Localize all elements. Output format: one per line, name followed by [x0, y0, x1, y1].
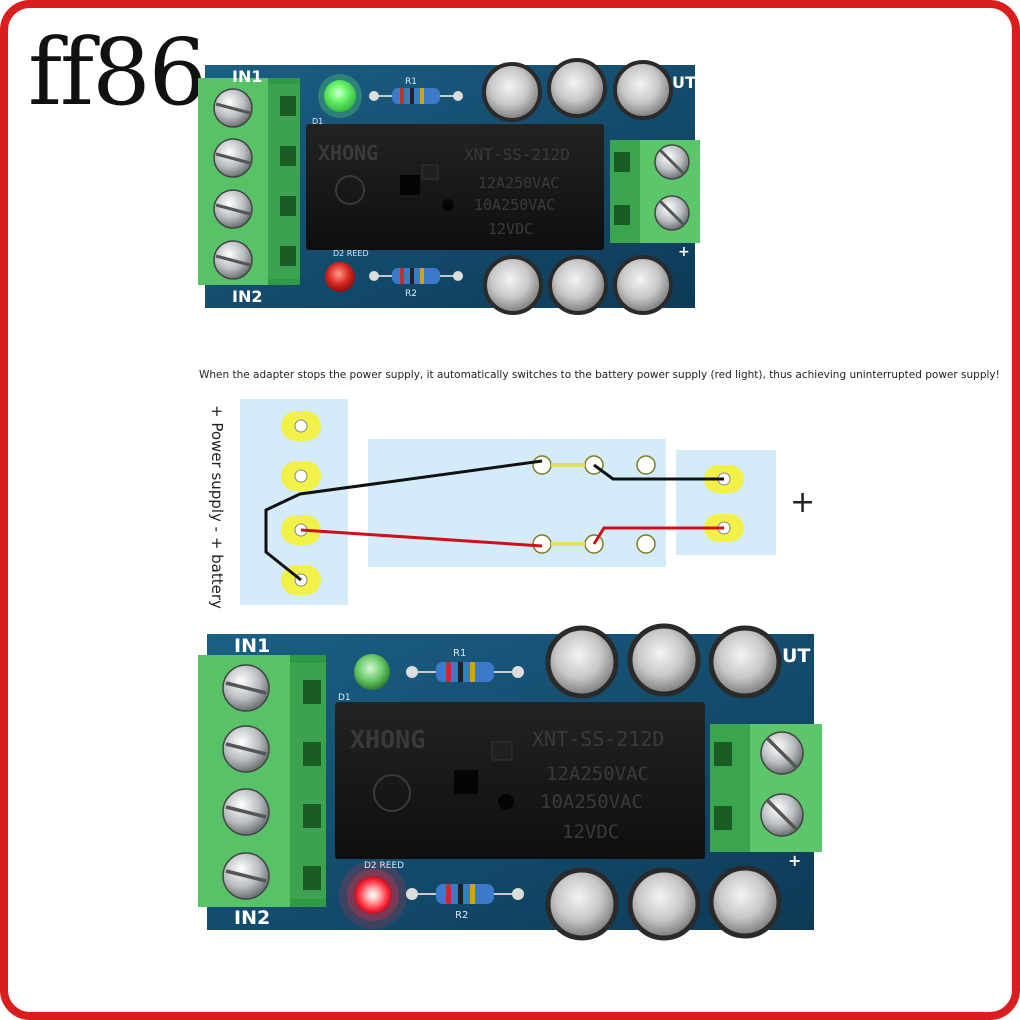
bottom-led-label-1: D1 [338, 693, 351, 703]
top-led-label-1: D1 [312, 117, 323, 126]
bottom-led-label-2: D2 REED [364, 861, 404, 871]
capacitor-icon [545, 625, 619, 699]
capacitor-icon [613, 255, 673, 315]
svg-text:12A250VAC: 12A250VAC [478, 174, 559, 192]
top-terminal-block-left [198, 78, 300, 285]
terminal-pad-icon [281, 461, 321, 491]
top-label-in2: IN2 [232, 287, 262, 306]
top-label-in1: IN1 [232, 67, 262, 86]
capacitor-icon [613, 60, 673, 120]
svg-text:12VDC: 12VDC [562, 821, 619, 843]
bottom-board: IN1 IN2 D1 R1 UT XHONG XNT-SS-212D 12A25… [198, 623, 822, 941]
resistor-icon [369, 88, 463, 104]
capacitor-icon [547, 58, 607, 118]
top-label-out: UT [672, 73, 696, 92]
side-label: + Power supply - + battery [208, 405, 226, 609]
brand-logo: ff86 [28, 19, 205, 126]
top-label-plus: + [678, 244, 690, 260]
svg-text:XNT-SS-212D: XNT-SS-212D [464, 145, 570, 164]
black-wire [593, 463, 724, 481]
resistor-icon [406, 662, 524, 682]
capacitor-icon [482, 62, 542, 122]
black-wire [264, 459, 543, 582]
green-led-icon [324, 80, 356, 112]
relay-contact-icon [636, 455, 656, 475]
relay-icon: XHONG XNT-SS-212D 12A250VAC 10A250VAC 12… [335, 702, 705, 859]
terminal-pad-icon [281, 411, 321, 441]
svg-text:XHONG: XHONG [350, 725, 425, 754]
capacitor-icon [545, 867, 619, 941]
caption-text: When the adapter stops the power supply,… [199, 369, 1000, 381]
svg-text:12VDC: 12VDC [488, 220, 533, 238]
wiring-diagram: + + Power supply - + battery [208, 399, 815, 609]
capacitor-icon [548, 255, 608, 315]
relay-contact-icon [532, 534, 552, 554]
bottom-label-in2: IN2 [234, 907, 270, 929]
resistor-icon [406, 884, 524, 904]
relay-contact-icon [636, 534, 656, 554]
bottom-label-in1: IN1 [234, 635, 270, 657]
bottom-terminal-block-right [710, 724, 822, 852]
svg-text:10A250VAC: 10A250VAC [540, 791, 643, 813]
bottom-terminal-block-left [198, 655, 326, 907]
top-led-label-2: D2 REED [333, 249, 369, 258]
relay-icon: XHONG XNT-SS-212D 12A250VAC 10A250VAC 12… [306, 124, 604, 250]
top-r2-label: R2 [405, 289, 417, 299]
capacitor-icon [708, 865, 782, 939]
red-wire [300, 528, 543, 548]
capacitor-icon [627, 623, 701, 697]
resistor-icon [369, 268, 463, 284]
relay-contact-icon [532, 455, 552, 475]
top-r1-label: R1 [405, 77, 417, 87]
plus-symbol: + [790, 485, 815, 520]
svg-text:XNT-SS-212D: XNT-SS-212D [532, 727, 664, 751]
bottom-label-out: UT [782, 645, 810, 667]
red-led-icon [354, 876, 392, 914]
bottom-r2-label: R2 [455, 910, 468, 921]
capacitor-icon [708, 625, 782, 699]
bottom-r1-label: R1 [453, 648, 466, 659]
svg-text:XHONG: XHONG [318, 141, 378, 165]
top-terminal-block-right [610, 140, 700, 243]
red-wire [592, 526, 724, 545]
green-led-icon [354, 654, 390, 690]
capacitor-icon [627, 867, 701, 941]
capacitor-icon [483, 255, 543, 315]
diagram-panel-relay [368, 439, 666, 567]
svg-text:12A250VAC: 12A250VAC [546, 763, 649, 785]
bottom-label-plus: + [788, 851, 801, 870]
red-led-icon [325, 262, 355, 292]
svg-text:10A250VAC: 10A250VAC [474, 196, 555, 214]
top-board: IN1 IN2 D1 R1 UT XHONG XNT-SS-212D 12A25… [198, 58, 700, 315]
